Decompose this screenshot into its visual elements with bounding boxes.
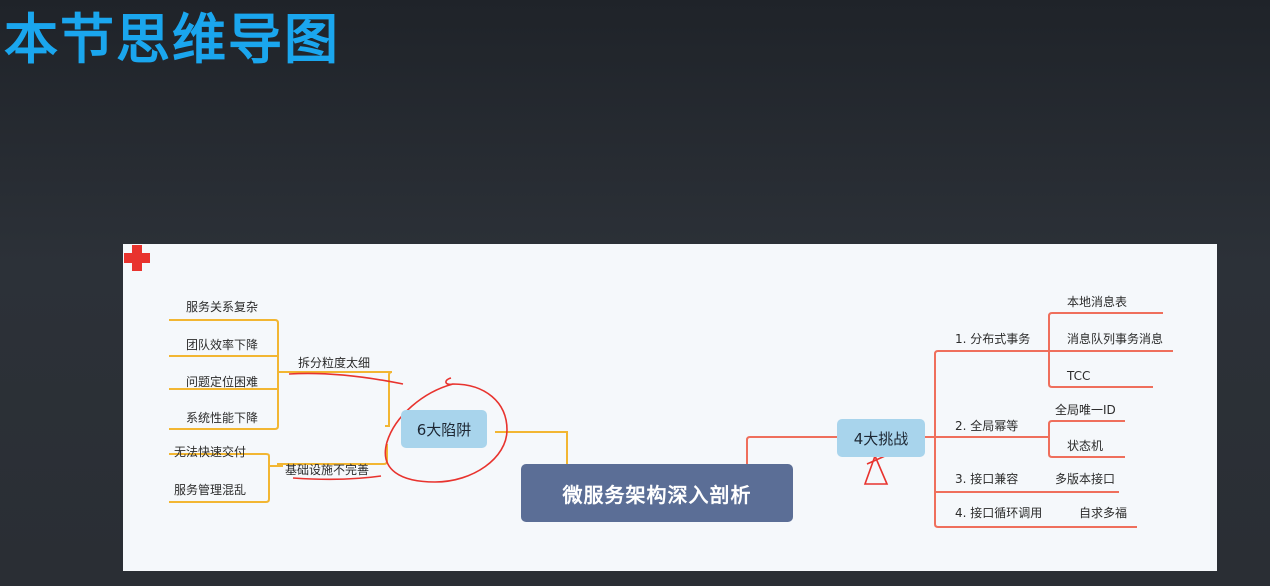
leaf-node: 本地消息表 — [1067, 295, 1128, 309]
left-branch-connectors — [169, 319, 568, 503]
leaf-node: 无法快速交付 — [174, 445, 247, 459]
leaf-node: TCC — [1067, 369, 1091, 383]
sub2-leaf1-line — [1048, 420, 1125, 437]
topic-node-challenges: 4大挑战 — [837, 419, 925, 457]
leaf-node: 问题定位困难 — [186, 375, 259, 389]
right-topic-trunk-line — [934, 354, 1049, 528]
subtopic-node: 1. 分布式事务 — [955, 332, 1031, 346]
leaf-node: 团队效率下降 — [186, 338, 259, 352]
subtopic-node: 基础设施不完善 — [285, 463, 370, 477]
topic-node-traps: 6大陷阱 — [401, 410, 487, 448]
sub2-leaf2-line — [169, 466, 270, 503]
sub2-leaf2-line — [1048, 437, 1125, 458]
connector-layer — [169, 312, 1173, 528]
leaf-node: 系统性能下降 — [186, 411, 259, 425]
root-node: 微服务架构深入剖析 — [521, 464, 793, 522]
subtopic-node: 2. 全局幂等 — [955, 419, 1019, 433]
right-branch-connectors — [746, 312, 1173, 528]
leaf-node: 消息队列事务消息 — [1067, 332, 1164, 346]
leaf-node: 服务管理混乱 — [174, 483, 247, 497]
red-cross-icon — [124, 245, 150, 271]
left-topic-to-sub1-line — [278, 371, 393, 427]
sub1-leaf1-line — [1048, 312, 1163, 351]
annotation-layer — [288, 372, 889, 485]
annotation-underline-1 — [288, 372, 404, 385]
leaf-node: 多版本接口 — [1055, 472, 1116, 486]
slide-title: 本节思维导图 — [4, 8, 340, 71]
right-topic-to-sub1-line — [934, 350, 1049, 355]
sub1-leaf1-line — [169, 319, 293, 373]
leaf-node: 自求多福 — [1079, 506, 1128, 520]
root-to-right-topic-line — [746, 436, 837, 464]
leaf-node: 状态机 — [1067, 439, 1104, 453]
mindmap-canvas: 服务关系复杂 团队效率下降 问题定位困难 系统性能下降 拆分粒度太细 无法快速交… — [123, 244, 1217, 571]
subtopic-node: 3. 接口兼容 — [955, 472, 1019, 486]
subtopic-node: 4. 接口循环调用 — [955, 506, 1043, 520]
subtopic-node: 拆分粒度太细 — [298, 356, 371, 370]
annotation-circle — [384, 377, 508, 483]
annotation-underline-2 — [292, 475, 382, 481]
annotation-triangle — [863, 453, 889, 485]
leaf-node: 全局唯一ID — [1055, 403, 1116, 417]
sub1-leaf4-line — [169, 389, 279, 430]
sub2-leaf1-line — [169, 453, 283, 467]
leaf-node: 服务关系复杂 — [186, 300, 259, 314]
sub1-leaf3-line — [1048, 351, 1153, 388]
